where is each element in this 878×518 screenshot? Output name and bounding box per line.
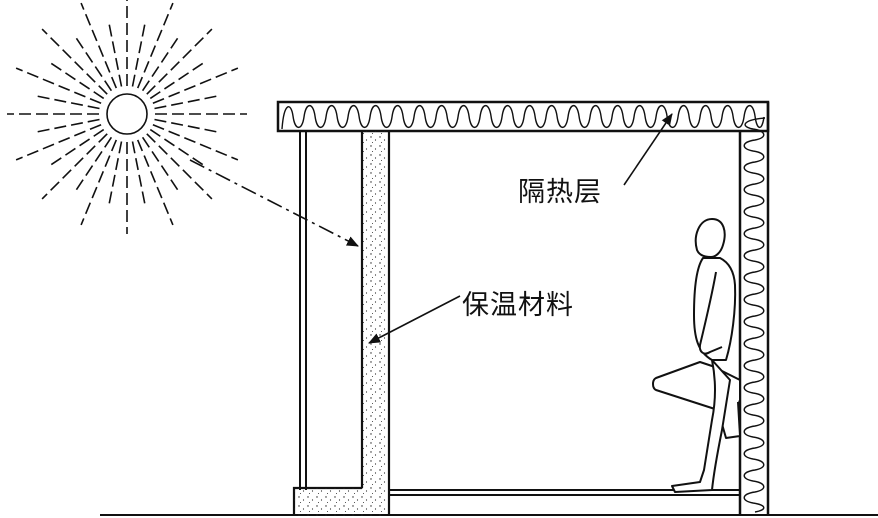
window-glass bbox=[299, 131, 307, 490]
person-icon bbox=[652, 218, 741, 493]
roof-insulation-layer bbox=[276, 100, 770, 133]
insulation-layer-leader bbox=[623, 113, 673, 186]
insulation-layer-label: 隔热层 bbox=[518, 177, 602, 208]
thermal-material-leader bbox=[368, 295, 461, 344]
solar-ray-arrow bbox=[189, 159, 359, 247]
thermal-material-label: 保温材料 bbox=[462, 290, 574, 321]
left-thermal-wall bbox=[292, 131, 391, 516]
sun-icon bbox=[7, 0, 247, 234]
right-insulated-wall bbox=[738, 102, 770, 515]
